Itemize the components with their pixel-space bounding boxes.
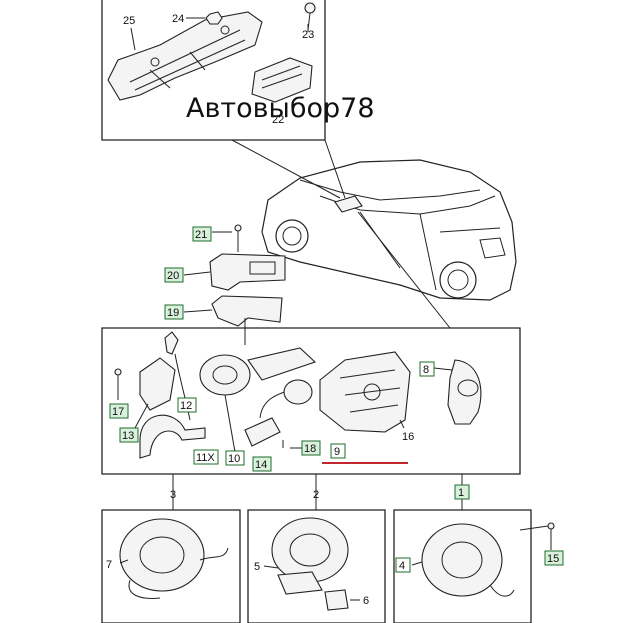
callout-8: 8 [423, 364, 429, 376]
leader-19 [183, 309, 213, 313]
callout-23: 23 [302, 29, 314, 41]
frame-3 [101, 509, 241, 623]
leader-5 [263, 565, 279, 569]
main-frame-parts [114, 331, 482, 464]
leader-25 [130, 27, 136, 51]
callout-18: 18 [304, 443, 316, 455]
bracket-19 [211, 295, 283, 327]
screw-17 [114, 368, 122, 376]
callout-7: 7 [106, 559, 112, 571]
tag-3: 3 [170, 489, 176, 501]
top-inset: 25 24 23 22 [101, 0, 326, 141]
callout-21: 21 [195, 229, 207, 241]
leader-20 [183, 271, 211, 276]
tag-18: 18 [301, 440, 321, 456]
callout-10: 10 [228, 453, 240, 465]
callout-13: 13 [122, 430, 134, 442]
callout-5: 5 [254, 561, 260, 573]
screw-16 [399, 419, 405, 429]
leader-7 [119, 559, 129, 564]
callout-17: 17 [112, 406, 124, 418]
upper-brackets [183, 224, 286, 345]
module-14 [244, 417, 281, 447]
tag-7: 7 [106, 559, 112, 571]
frame-2 [247, 509, 386, 623]
top-inset-screw-23 [304, 2, 316, 31]
tag-19: 19 [164, 304, 184, 320]
callout-22: 22 [272, 114, 284, 126]
callout-20: 20 [167, 270, 179, 282]
callout-2: 2 [313, 489, 319, 501]
tag-9: 9 [330, 443, 346, 459]
car-component-location [334, 195, 363, 213]
tag-15: 15 [544, 550, 564, 566]
switch-13 [139, 357, 176, 411]
callout-6: 6 [363, 595, 369, 607]
leader-8 [433, 367, 453, 371]
bottom-frame-1 [393, 509, 555, 623]
callout-9: 9 [334, 446, 340, 458]
tag-8: 8 [419, 361, 435, 377]
callout-24: 24 [172, 13, 184, 25]
car-to-frame-line [357, 211, 451, 329]
callout-1: 1 [458, 487, 464, 499]
tag-5: 5 [254, 561, 260, 573]
part-8 [447, 359, 482, 425]
inset-to-car-line-left [231, 139, 341, 199]
top-inset-nut-24 [205, 11, 223, 25]
tag-10: 10 [225, 450, 245, 466]
tag-12: 12 [177, 397, 197, 413]
callout-16: 16 [402, 431, 414, 443]
tag-16: 16 [402, 431, 414, 443]
callout-14: 14 [255, 459, 267, 471]
bottom-frame-3 [101, 509, 241, 623]
tag-21: 21 [192, 226, 212, 242]
frame-1 [393, 509, 532, 623]
tag-4: 4 [395, 557, 411, 573]
main-frame [101, 327, 521, 475]
tag-14: 14 [252, 456, 272, 472]
tag-6: 6 [363, 595, 369, 607]
screw-15 [547, 522, 555, 530]
bottom-frame-2 [247, 509, 386, 623]
callout-3: 3 [170, 489, 176, 501]
clip-11X [139, 414, 206, 459]
tag-13: 13 [119, 427, 139, 443]
tag-17: 17 [109, 403, 129, 419]
callout-15: 15 [547, 553, 559, 565]
callout-11: 11X [196, 452, 215, 464]
callout-19: 19 [167, 307, 179, 319]
top-inset-bracket-25 [107, 11, 263, 101]
callout-4: 4 [399, 560, 405, 572]
tag-20: 20 [164, 267, 184, 283]
tag-1: 1 [454, 484, 470, 500]
callout-12: 12 [180, 400, 192, 412]
leader-15 [519, 525, 549, 531]
watermark-text: Автовыбор78 [186, 93, 375, 124]
module-10 [199, 354, 251, 396]
leader-4 [411, 561, 423, 566]
connector-12 [164, 331, 179, 355]
top-inset-frame [101, 0, 326, 141]
tag-2: 2 [313, 489, 319, 501]
tag-11: 11X [193, 449, 219, 465]
car-illustration [261, 159, 517, 301]
top-inset-module [251, 57, 313, 103]
callout-25: 25 [123, 15, 135, 27]
bracket-20 [209, 253, 286, 291]
callout-tags: 21 20 19 17 12 13 11X 10 [106, 226, 564, 607]
